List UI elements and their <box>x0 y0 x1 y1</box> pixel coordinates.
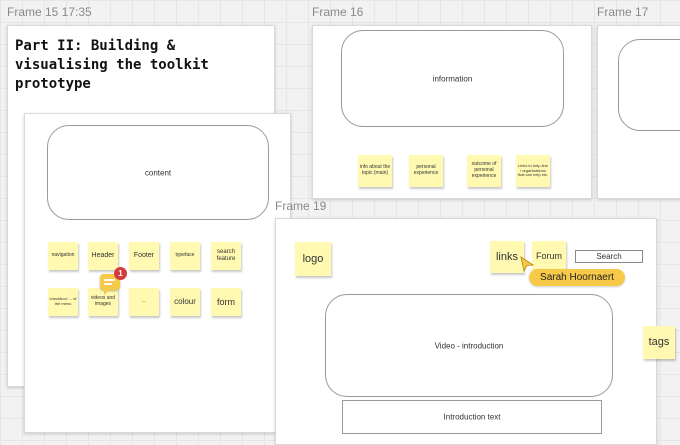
frame-17-label[interactable]: Frame 17 <box>597 5 649 19</box>
sticky-note[interactable]: Header <box>88 242 118 270</box>
collaborator-cursor-icon <box>520 256 534 272</box>
sticky-note[interactable]: ... <box>129 288 159 316</box>
sticky-note[interactable]: Footer <box>129 242 159 270</box>
sticky-note[interactable]: personal experience <box>409 155 443 187</box>
sticky-note[interactable]: navigation <box>48 242 78 270</box>
collaborator-name-tag: Sarah Hoornaert <box>529 269 625 286</box>
sticky-note[interactable]: Links to help-line / organisations that … <box>516 155 550 187</box>
sticky-note-tags[interactable]: tags <box>643 326 675 359</box>
sticky-note[interactable]: outcome of personal experience <box>467 155 501 187</box>
frame-19[interactable]: Video - introduction Introduction text <box>275 218 657 445</box>
sticky-note[interactable]: videos and images <box>88 288 118 316</box>
information-box[interactable]: information <box>341 30 564 127</box>
sticky-note-logo[interactable]: logo <box>295 242 331 276</box>
information-box-label: information <box>432 74 473 83</box>
page-title: Part II: Building & visualising the tool… <box>15 38 209 92</box>
content-box-label: content <box>144 168 172 177</box>
sticky-note[interactable]: typeface <box>170 242 200 270</box>
frame-15-content[interactable]: content <box>24 113 291 433</box>
frame-16[interactable]: information <box>312 25 592 199</box>
introduction-text-box[interactable]: Introduction text <box>342 400 602 434</box>
introduction-text-label: Introduction text <box>443 412 501 422</box>
frame-15-label[interactable]: Frame 15 17:35 <box>7 5 92 19</box>
sticky-note[interactable]: form <box>211 288 241 316</box>
sticky-note[interactable]: checkbox/ ... of the menu <box>48 288 78 316</box>
sticky-note-forum[interactable]: Forum <box>532 241 566 272</box>
video-introduction-box[interactable]: Video - introduction <box>325 294 613 397</box>
frame-19-label[interactable]: Frame 19 <box>275 199 327 213</box>
frame-17-placeholder-box <box>618 39 680 131</box>
comment-count-badge[interactable]: 1 <box>114 267 127 280</box>
frame-17[interactable] <box>597 25 680 199</box>
video-introduction-label: Video - introduction <box>434 341 504 350</box>
sticky-note[interactable]: colour <box>170 288 200 316</box>
frame-16-label[interactable]: Frame 16 <box>312 5 364 19</box>
sticky-note[interactable]: info about the topic (main) <box>358 155 392 187</box>
sticky-note[interactable]: search feature <box>211 242 241 270</box>
search-box[interactable]: Search <box>575 250 643 263</box>
sticky-note-links[interactable]: links <box>490 241 524 273</box>
content-box[interactable]: content <box>47 125 269 220</box>
